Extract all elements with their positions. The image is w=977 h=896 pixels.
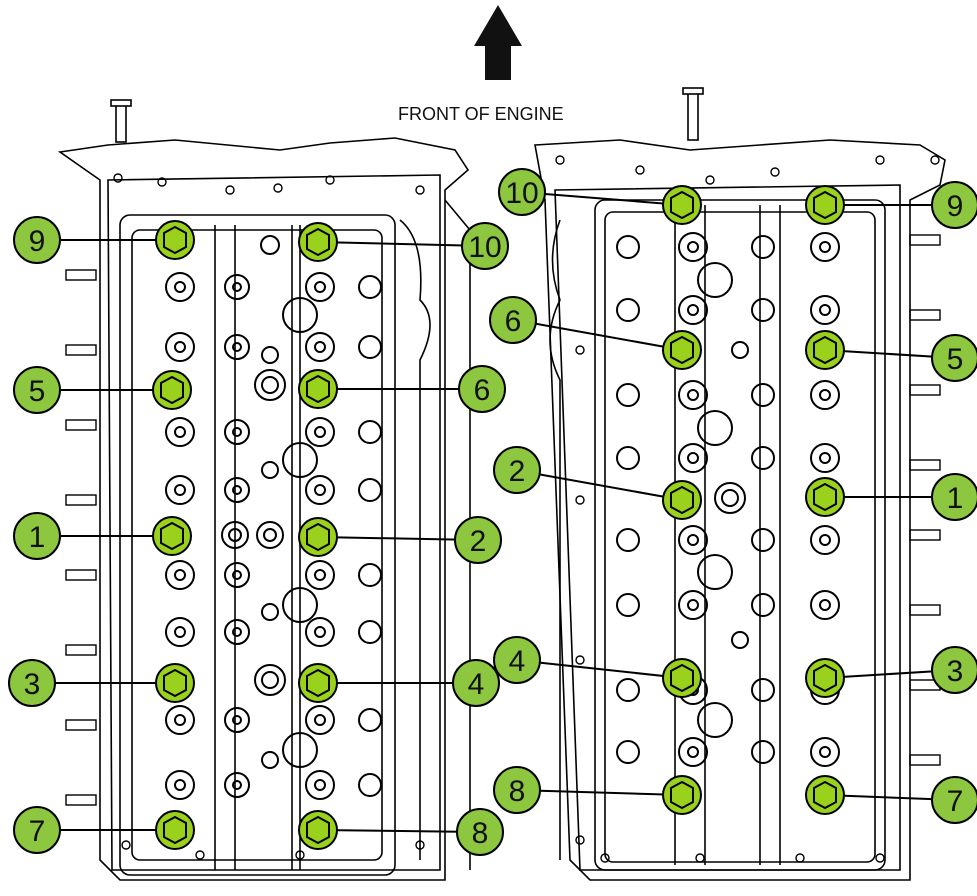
callout-right-5: 5 bbox=[947, 343, 964, 376]
bolt-4 bbox=[298, 663, 338, 703]
right-cylinder-head bbox=[534, 87, 946, 881]
left-head-callouts: 9 10 5 6 1 2 3 4 7 8 bbox=[8, 216, 509, 856]
bolt-r8 bbox=[662, 775, 702, 815]
bolt-r10 bbox=[662, 185, 702, 225]
callout-right-4: 4 bbox=[509, 645, 526, 678]
callout-right-3: 3 bbox=[947, 655, 964, 688]
bolt-1 bbox=[152, 516, 192, 556]
bolt-7 bbox=[155, 810, 195, 850]
bolt-3 bbox=[155, 663, 195, 703]
callout-right-6: 6 bbox=[505, 305, 522, 338]
callout-right-2: 2 bbox=[509, 455, 526, 488]
bolt-8 bbox=[298, 810, 338, 850]
callout-left-7: 7 bbox=[29, 815, 46, 848]
callout-left-6: 6 bbox=[474, 374, 491, 407]
callout-right-1: 1 bbox=[947, 482, 964, 515]
callout-left-2: 2 bbox=[470, 525, 487, 558]
bolt-6 bbox=[298, 369, 338, 409]
callout-right-10: 10 bbox=[505, 177, 538, 210]
bolt-r7 bbox=[805, 775, 845, 815]
callout-left-8: 8 bbox=[472, 817, 489, 850]
front-arrow-icon bbox=[474, 5, 522, 80]
callout-right-7: 7 bbox=[947, 785, 964, 818]
callout-left-9: 9 bbox=[29, 225, 46, 258]
callout-left-4: 4 bbox=[468, 668, 485, 701]
callout-left-10: 10 bbox=[468, 231, 501, 264]
bolt-r3 bbox=[805, 658, 845, 698]
callout-left-5: 5 bbox=[29, 375, 46, 408]
bolt-5 bbox=[152, 370, 192, 410]
bolt-r4 bbox=[662, 658, 702, 698]
right-head-callouts: 10 9 6 5 2 1 4 3 8 7 bbox=[489, 168, 977, 824]
bolt-r1 bbox=[805, 477, 845, 517]
front-of-engine-label: FRONT OF ENGINE bbox=[398, 104, 564, 124]
bolt-9 bbox=[155, 220, 195, 260]
bolt-10 bbox=[298, 222, 338, 262]
bolt-r5 bbox=[805, 330, 845, 370]
bolt-r2 bbox=[662, 480, 702, 520]
callout-left-3: 3 bbox=[24, 668, 41, 701]
left-cylinder-head bbox=[57, 99, 471, 881]
callout-right-9: 9 bbox=[947, 190, 964, 223]
callout-right-8: 8 bbox=[509, 775, 526, 808]
bolt-r6 bbox=[662, 330, 702, 370]
bolt-r9 bbox=[805, 185, 845, 225]
bolt-2 bbox=[298, 517, 338, 557]
callout-left-1: 1 bbox=[29, 521, 46, 554]
